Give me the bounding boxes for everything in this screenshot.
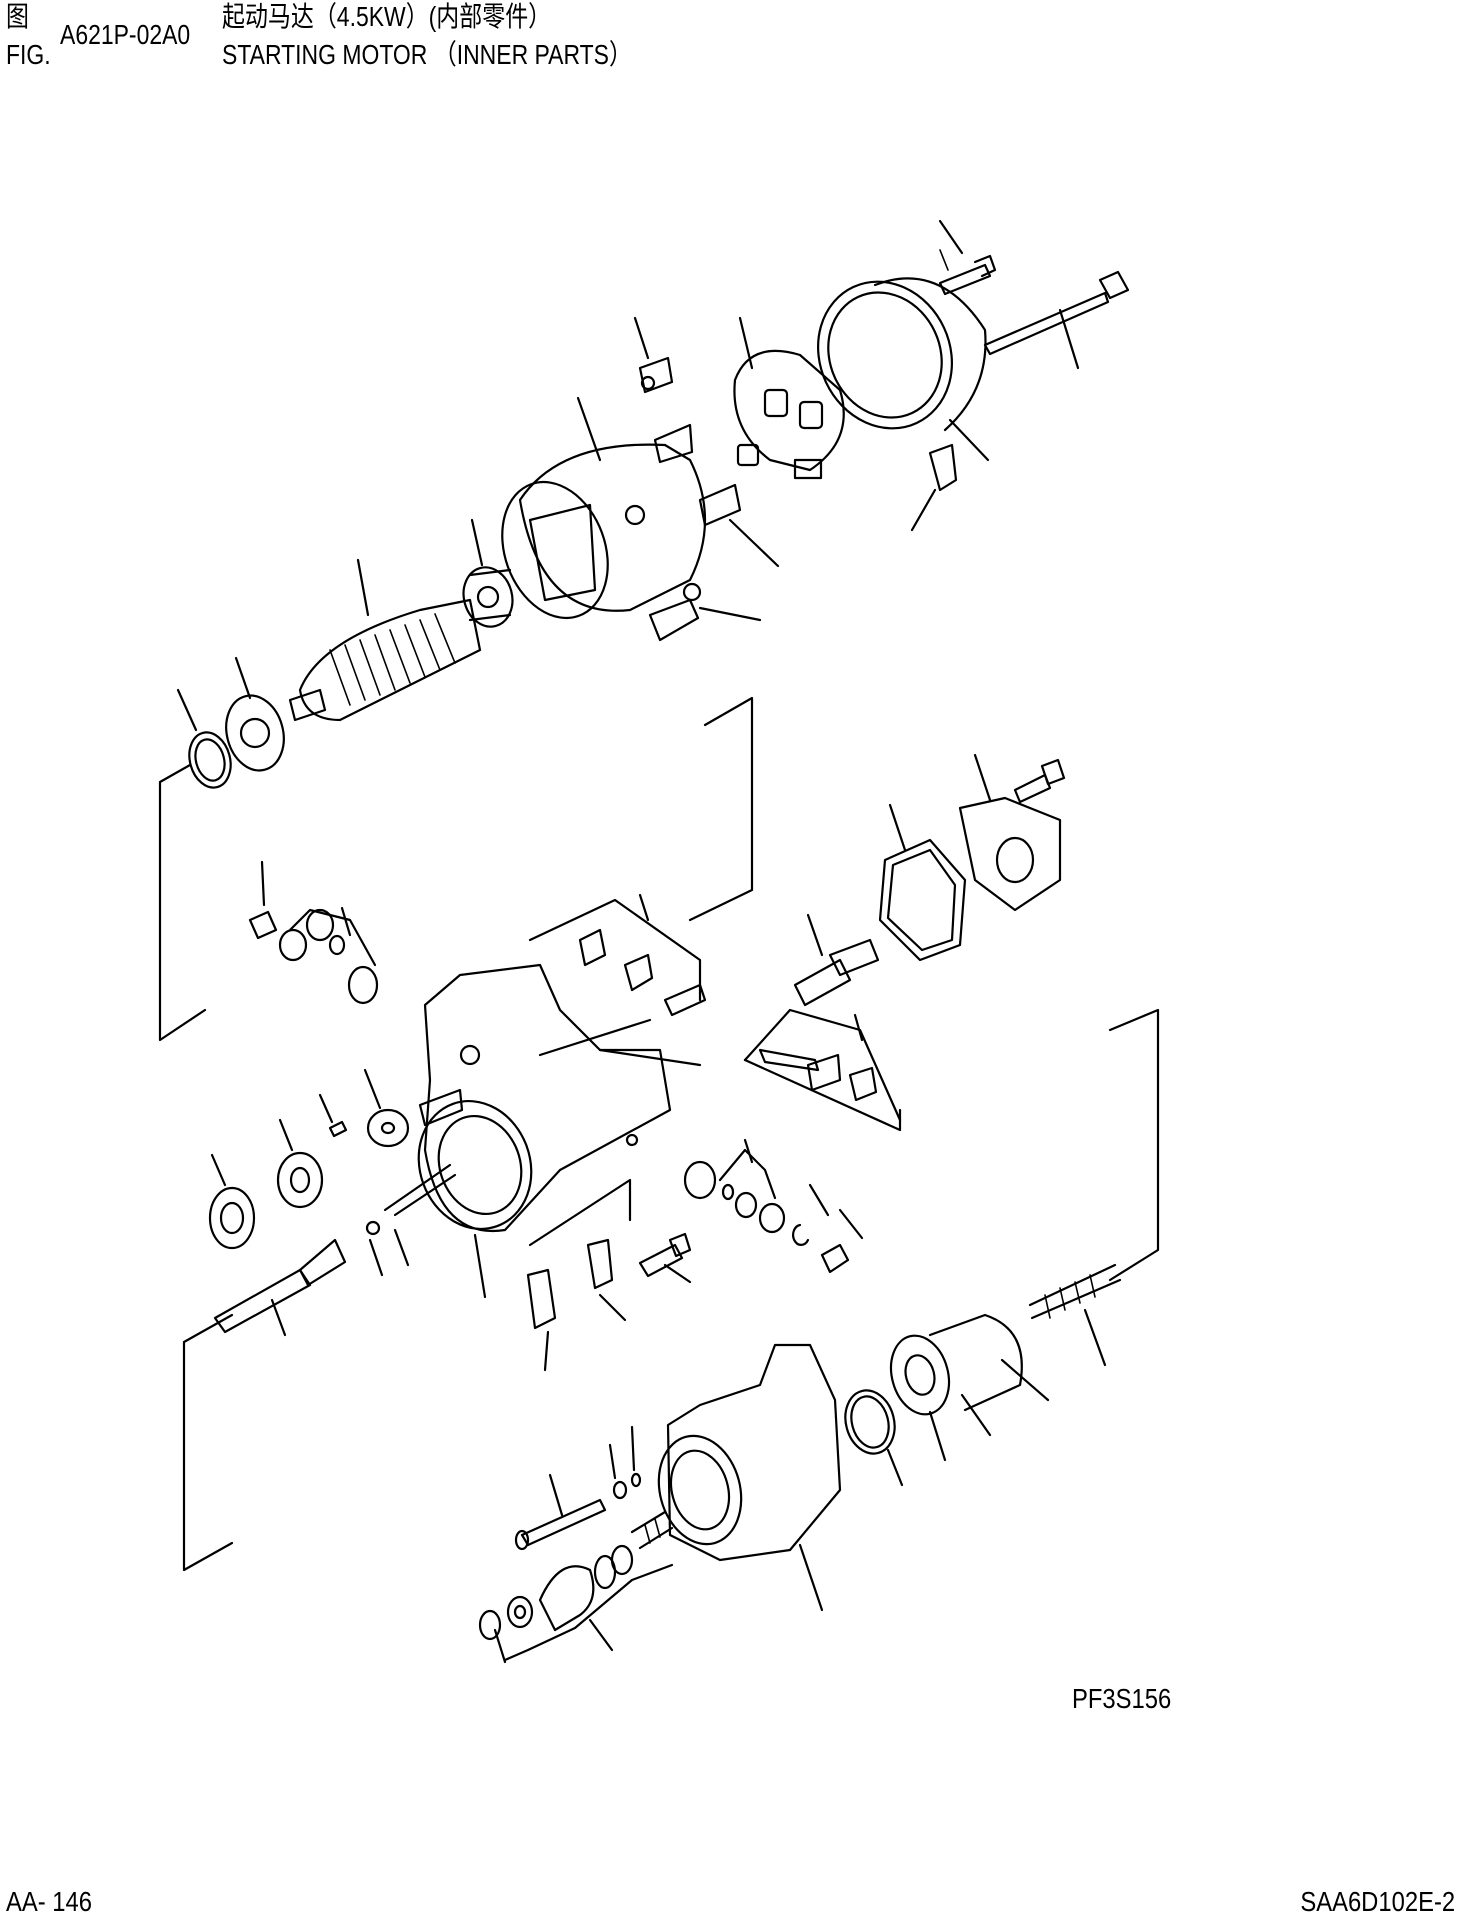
part-lead-wire — [698, 483, 780, 568]
title-chinese: 起动马达（4.5KW）(内部零件） — [222, 1, 552, 32]
part-lever-shaft — [213, 1238, 347, 1337]
part-brush-plate-set — [743, 1008, 902, 1132]
part-bolt-lever — [638, 1232, 692, 1284]
part-o-ring — [844, 1389, 904, 1487]
part-yoke-field-coil — [501, 396, 707, 620]
part-gasket — [878, 803, 967, 962]
bracket-right — [1108, 1008, 1160, 1282]
part-through-bolt — [983, 270, 1130, 370]
part-pinion-housing — [657, 1343, 842, 1612]
part-terminal-lead — [648, 582, 762, 642]
part-cover-plate — [958, 753, 1062, 912]
part-bush-set — [683, 1138, 786, 1234]
part-lever-housing — [417, 963, 702, 1299]
part-stopper-bolt — [514, 1473, 607, 1551]
part-bolt-cover — [1013, 758, 1066, 804]
part-plunger — [793, 913, 880, 1007]
bracket-center — [688, 696, 754, 922]
part-armature — [288, 558, 482, 722]
bracket-left-lower — [182, 1313, 234, 1572]
bracket-left-upper — [158, 763, 207, 1042]
part-pin — [318, 1093, 348, 1138]
page-number: AA- 146 — [6, 1886, 92, 1917]
title-english: STARTING MOTOR （INNER PARTS） — [222, 39, 632, 70]
figure-label: FIG. — [6, 39, 51, 70]
part-pinion-gear — [208, 1153, 256, 1250]
part-bolt-top — [938, 219, 997, 296]
figure-number: A621P-02A0 — [60, 19, 191, 50]
part-brush-clip — [633, 316, 674, 394]
part-nut — [248, 860, 278, 940]
part-overrunning-clutch — [889, 1313, 1050, 1462]
part-spring-small — [365, 1163, 457, 1277]
part-clutch-gear — [276, 1118, 324, 1209]
part-bearing-rear — [462, 518, 514, 628]
part-plate-washer — [363, 1068, 410, 1148]
part-washers-small — [608, 1425, 642, 1500]
part-switch-terminal — [526, 1178, 632, 1372]
part-spring-pinion — [630, 1510, 674, 1550]
figure-kanji-label: 图 — [6, 1, 29, 32]
part-washer-set — [278, 906, 379, 1005]
part-bearing-front — [225, 656, 285, 772]
part-brush-holder — [733, 316, 845, 480]
part-yoke-cover — [817, 277, 990, 462]
part-terminal-insulator — [910, 443, 958, 532]
part-spring-large — [1028, 1263, 1122, 1367]
illustration-code: PF3S156 — [1072, 1683, 1172, 1714]
part-pinion-set — [478, 1544, 674, 1664]
part-brush-spring-set — [528, 893, 707, 1017]
part-snap-ring — [792, 1183, 830, 1246]
document-code: SAA6D102E-2 — [1300, 1886, 1455, 1917]
part-nut-small — [820, 1208, 864, 1274]
